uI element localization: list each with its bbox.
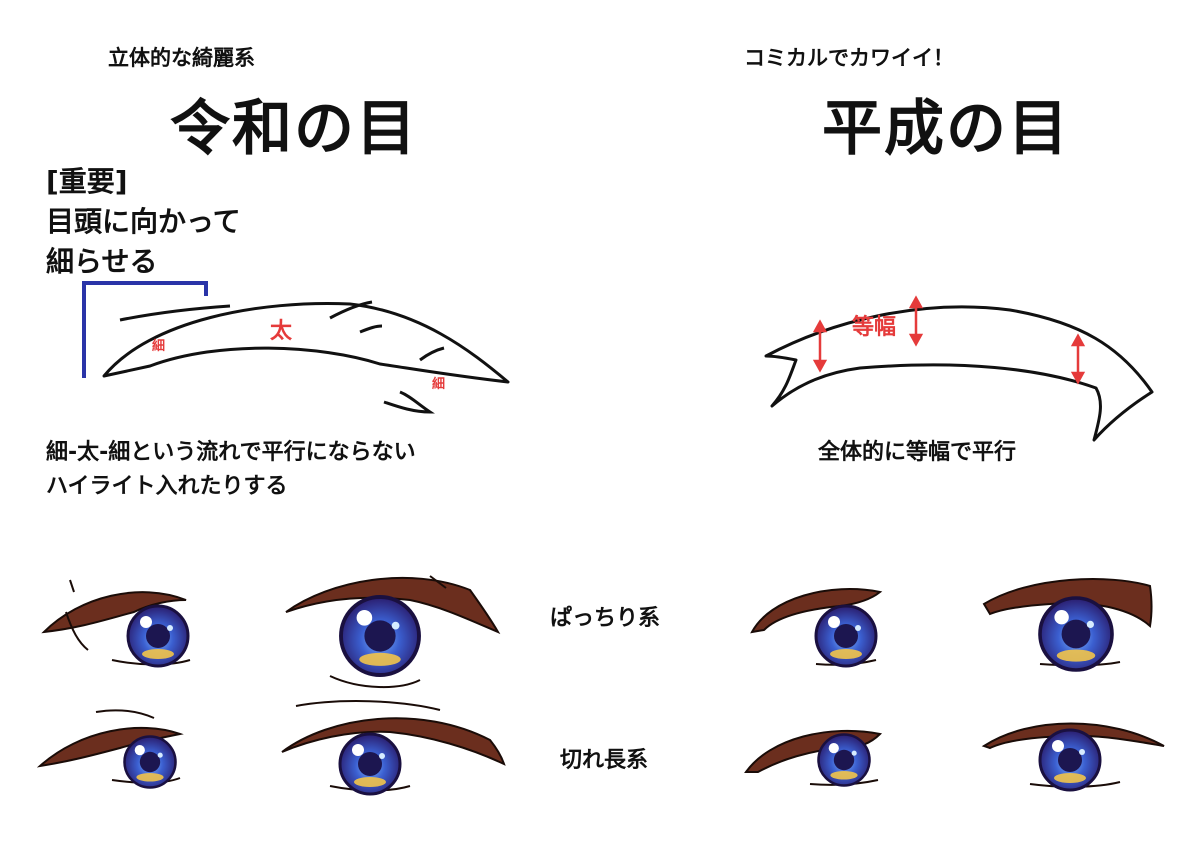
heisei-brow-shape	[764, 305, 1154, 442]
reiwa-brow-shape	[102, 302, 510, 384]
heisei-narrow-eye-right	[981, 722, 1165, 792]
reiwa-important-label: [重要]	[46, 165, 128, 198]
reiwa-caption-line1: 細-太-細という流れで平行にならない	[46, 440, 416, 465]
reiwa-note-line1: 目頭に向かって	[46, 205, 241, 238]
heisei-subtitle: コミカルでカワイイ！	[744, 46, 954, 70]
reiwa-title: 令和の目	[170, 94, 418, 164]
heisei-narrow-eye-left	[744, 729, 883, 787]
row-label-narrow-eyes: 切れ長系	[560, 748, 649, 773]
heisei-wide-eye-left	[750, 588, 883, 668]
reiwa-note-line2: 細らせる	[46, 245, 158, 278]
reiwa-brow-diagram: 細 太 細	[82, 281, 510, 414]
heisei-caption: 全体的に等幅で平行	[818, 440, 1017, 465]
heisei-title: 平成の目	[822, 94, 1070, 164]
reiwa-narrow-eye-left	[36, 709, 184, 789]
thick-label: 太	[270, 319, 293, 344]
even-width-label: 等幅	[852, 314, 896, 340]
thin-label-right: 細	[432, 376, 445, 392]
reiwa-narrow-eye-right	[281, 700, 506, 796]
reiwa-subtitle: 立体的な綺麗系	[108, 46, 255, 70]
thin-to-head-bracket	[82, 281, 208, 378]
reiwa-caption-line2: ハイライト入れたりする	[46, 474, 288, 499]
heisei-brow-diagram: 等幅	[764, 295, 1154, 442]
reiwa-wide-eye-left	[41, 579, 191, 668]
heisei-wide-eye-right	[982, 578, 1153, 672]
reiwa-wide-eye-right	[285, 575, 501, 688]
thin-label-left: 細	[152, 338, 165, 354]
row-label-wide-eyes: ぱっちり系	[550, 606, 661, 631]
